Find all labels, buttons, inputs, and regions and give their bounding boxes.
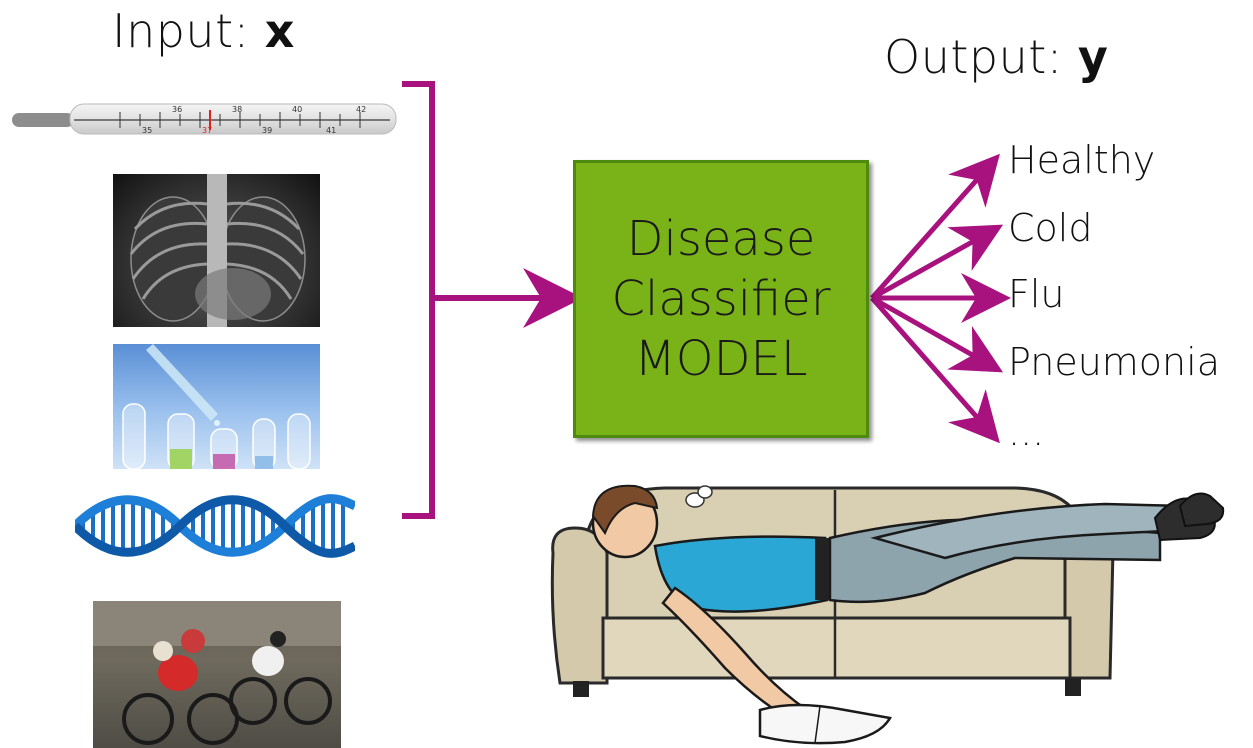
output-more: ...: [1008, 410, 1045, 454]
sick-man-on-couch-illustration: [550, 484, 1225, 745]
input-label: Input:: [112, 4, 250, 58]
input-bracket: [402, 81, 435, 519]
chest-xray-image: [113, 174, 320, 327]
output-label: Output:: [884, 30, 1063, 84]
input-title: Input: x: [112, 4, 295, 58]
dna-helix-image: [75, 494, 355, 558]
model-line-1: Disease: [626, 211, 816, 267]
output-arrow-more: [870, 296, 1000, 444]
output-title: Output: y: [884, 30, 1108, 84]
output-healthy: Healthy: [1008, 138, 1156, 182]
test-tubes-image: [113, 344, 320, 469]
disease-classifier-model-box: Disease Classifier MODEL: [573, 160, 869, 438]
therm-tick-35: 35: [142, 126, 152, 135]
output-arrow-cold: [870, 224, 1004, 301]
therm-tick-41: 41: [326, 126, 336, 135]
output-arrow-pneumonia: [870, 295, 1004, 373]
therm-tick-38: 38: [232, 105, 242, 114]
therm-tick-37: 37: [202, 126, 212, 135]
model-line-2: Classifier: [611, 271, 831, 327]
output-arrow-healthy: [870, 153, 1000, 300]
therm-tick-40: 40: [292, 105, 302, 114]
therm-tick-36: 36: [172, 105, 182, 114]
output-variable: y: [1077, 30, 1109, 84]
therm-tick-42: 42: [356, 105, 366, 114]
input-variable: x: [264, 4, 295, 58]
output-pneumonia: Pneumonia: [1008, 340, 1220, 384]
output-cold: Cold: [1008, 206, 1093, 250]
cyclists-image: [93, 601, 341, 748]
model-line-3: MODEL: [634, 331, 808, 387]
therm-tick-39: 39: [262, 126, 272, 135]
output-flu: Flu: [1008, 272, 1065, 316]
